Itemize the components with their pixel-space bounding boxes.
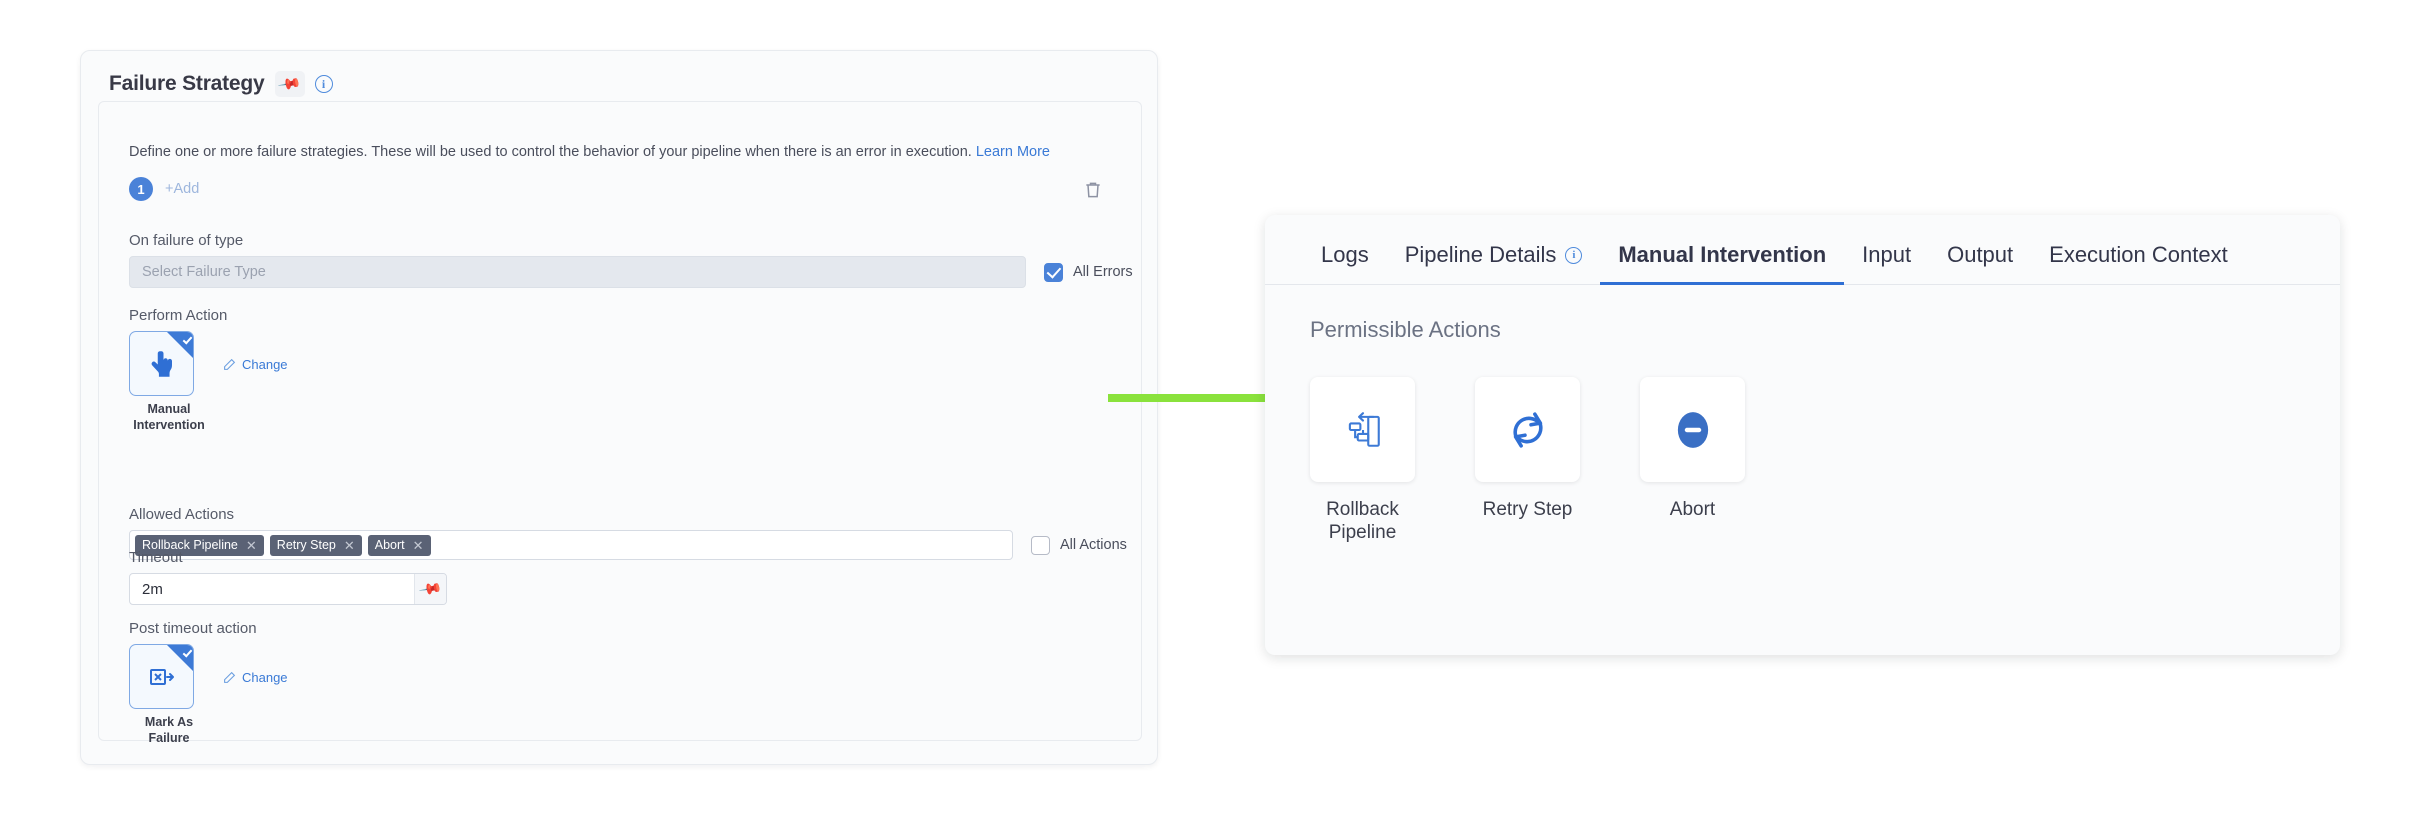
on-failure-type-label: On failure of type: [129, 232, 1133, 249]
all-actions-checkbox-wrap[interactable]: All Actions: [1031, 536, 1127, 555]
add-strategy-row: 1 +Add: [129, 177, 199, 201]
action-tile[interactable]: [1310, 377, 1415, 482]
strategy-index-badge: 1: [129, 177, 153, 201]
tab-label: Pipeline Details: [1405, 242, 1557, 268]
abort-icon: [1671, 408, 1715, 452]
manual-intervention-caption: Manual Intervention: [129, 402, 209, 433]
info-icon[interactable]: i: [315, 75, 333, 93]
all-actions-label: All Actions: [1060, 537, 1127, 553]
rollback-pipeline-icon: [1342, 409, 1384, 451]
all-actions-checkbox[interactable]: [1031, 536, 1050, 555]
action-label: Retry Step: [1475, 498, 1580, 521]
tab-label: Execution Context: [2049, 242, 2228, 268]
post-timeout-change-label: Change: [242, 670, 288, 685]
action-label: Rollback Pipeline: [1310, 498, 1415, 544]
on-failure-type-group: On failure of type Select Failure Type A…: [129, 232, 1133, 288]
action-tile[interactable]: [1475, 377, 1580, 482]
timeout-value[interactable]: 2m: [130, 574, 414, 604]
learn-more-link[interactable]: Learn More: [976, 144, 1050, 160]
tab-label: Logs: [1321, 242, 1369, 268]
perform-action-change-button[interactable]: Change: [223, 357, 288, 372]
tab-bar: Logs Pipeline Details i Manual Intervent…: [1265, 215, 2340, 285]
tab-label: Input: [1862, 242, 1911, 268]
action-card-retry-step[interactable]: Retry Step: [1475, 377, 1580, 544]
description-text: Define one or more failure strategies. T…: [129, 142, 1050, 162]
tab-output[interactable]: Output: [1929, 242, 2031, 284]
permissible-actions-list: Rollback Pipeline Retry Step: [1310, 377, 2340, 544]
execution-detail-panel: Logs Pipeline Details i Manual Intervent…: [1265, 215, 2340, 655]
info-icon[interactable]: i: [1565, 247, 1582, 264]
perform-action-label: Perform Action: [129, 307, 288, 324]
retry-icon: [1506, 408, 1550, 452]
all-errors-checkbox[interactable]: [1044, 263, 1063, 282]
pencil-icon: [223, 671, 236, 684]
post-timeout-change-button[interactable]: Change: [223, 670, 288, 685]
timeout-pin-button[interactable]: 📌: [414, 574, 446, 604]
delete-strategy-button[interactable]: [1083, 180, 1103, 200]
perform-action-group: Perform Action Manual Intervention: [129, 307, 288, 433]
failure-strategy-panel: Failure Strategy 📌 i Define one or more …: [80, 50, 1158, 765]
pin-icon: 📌: [278, 72, 302, 95]
panel-header: Failure Strategy 📌 i: [81, 51, 1157, 105]
page-title: Failure Strategy: [109, 72, 265, 96]
permissible-actions-title: Permissible Actions: [1310, 317, 2340, 343]
manual-intervention-content: Permissible Actions Rollback Pipel: [1265, 285, 2340, 544]
action-tile[interactable]: [1640, 377, 1745, 482]
post-timeout-label: Post timeout action: [129, 620, 288, 637]
failure-strategy-card: Define one or more failure strategies. T…: [98, 101, 1142, 741]
all-errors-label: All Errors: [1073, 264, 1133, 280]
pencil-icon: [223, 358, 236, 371]
failure-type-select[interactable]: Select Failure Type: [129, 256, 1026, 288]
pin-button[interactable]: 📌: [275, 71, 305, 97]
tab-manual-intervention[interactable]: Manual Intervention: [1600, 242, 1844, 284]
mark-as-failure-tile[interactable]: [129, 644, 194, 709]
all-errors-checkbox-wrap[interactable]: All Errors: [1044, 263, 1133, 282]
timeout-label: Timeout: [129, 549, 447, 566]
tab-logs[interactable]: Logs: [1303, 242, 1387, 284]
tab-label: Manual Intervention: [1618, 242, 1826, 268]
failure-type-placeholder: Select Failure Type: [142, 264, 266, 280]
action-label: Abort: [1640, 498, 1745, 521]
tab-pipeline-details[interactable]: Pipeline Details i: [1387, 242, 1601, 284]
trash-icon: [1083, 180, 1103, 200]
manual-intervention-tile[interactable]: [129, 331, 194, 396]
mark-as-failure-caption: Mark As Failure: [129, 715, 209, 746]
pin-icon: 📌: [419, 577, 443, 600]
timeout-group: Timeout 2m 📌: [129, 549, 447, 605]
tab-label: Output: [1947, 242, 2013, 268]
description-body: Define one or more failure strategies. T…: [129, 144, 972, 160]
post-timeout-action-group: Post timeout action Mark As Fai: [129, 620, 288, 746]
tab-execution-context[interactable]: Execution Context: [2031, 242, 2246, 284]
timeout-input[interactable]: 2m 📌: [129, 573, 447, 605]
action-card-rollback-pipeline[interactable]: Rollback Pipeline: [1310, 377, 1415, 544]
tab-input[interactable]: Input: [1844, 242, 1929, 284]
allowed-actions-label: Allowed Actions: [129, 506, 1127, 523]
action-card-abort[interactable]: Abort: [1640, 377, 1745, 544]
perform-action-change-label: Change: [242, 357, 288, 372]
add-strategy-button[interactable]: +Add: [165, 181, 199, 197]
